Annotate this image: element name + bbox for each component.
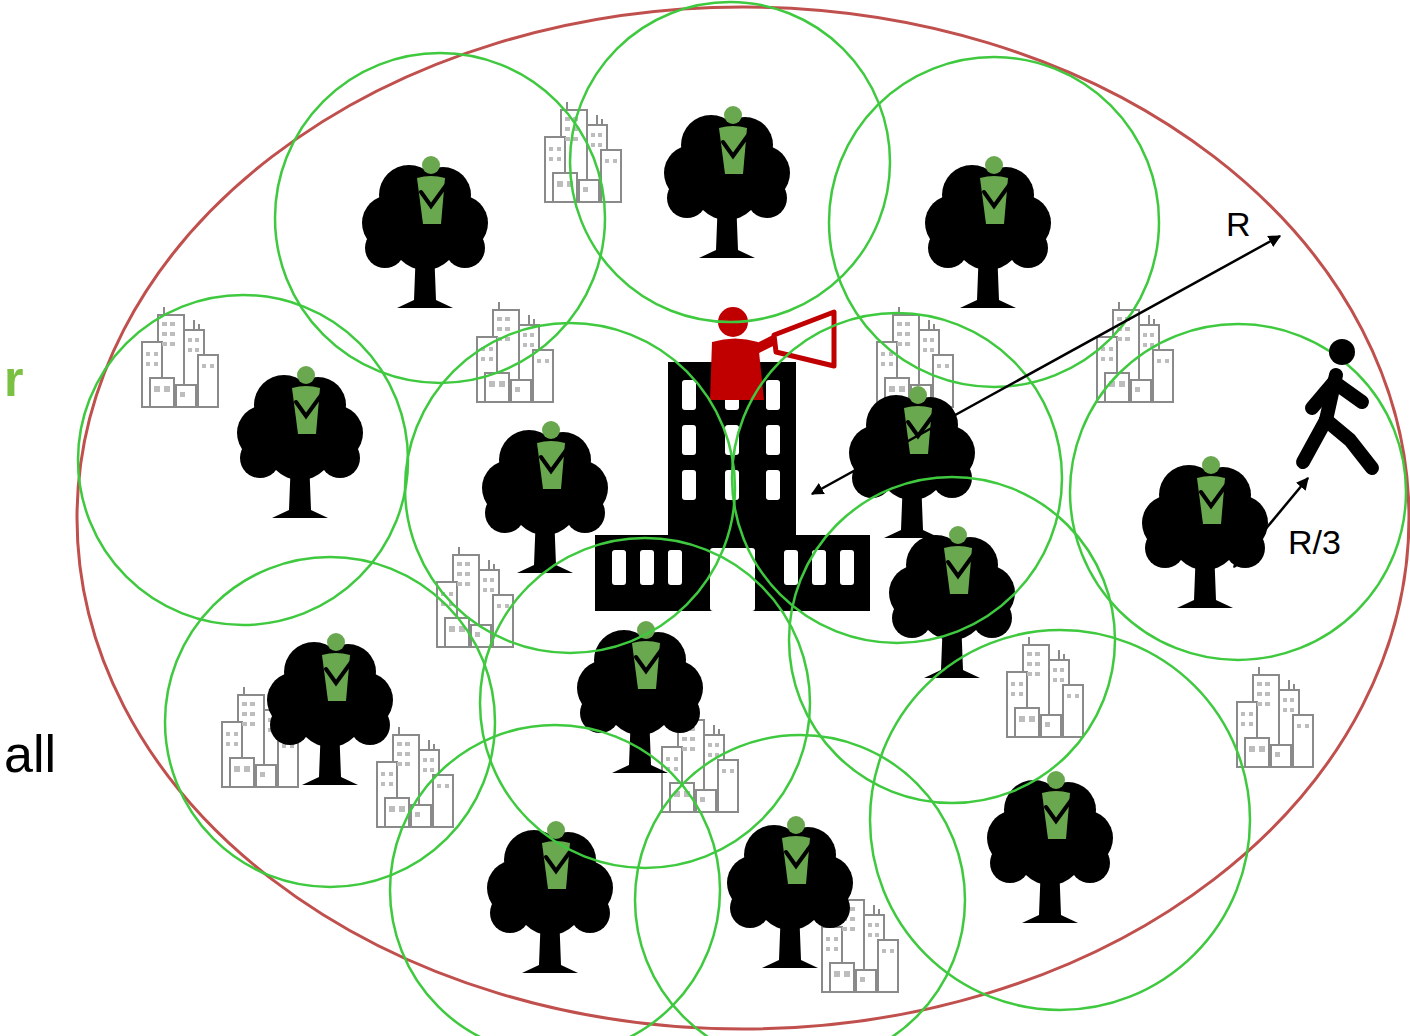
- relay-range: [480, 538, 810, 868]
- relay-range: [732, 313, 1062, 643]
- relay-range: [165, 557, 495, 887]
- coverage-area: [77, 7, 1409, 1029]
- tree-relay: [362, 156, 488, 308]
- city-icon: [545, 102, 621, 202]
- dimension-arrows: [812, 236, 1308, 567]
- city-icon: [437, 547, 513, 647]
- tree-relay: [482, 421, 608, 573]
- tree-relay: [889, 526, 1015, 678]
- city-icon: [377, 727, 453, 827]
- tree-relay: [925, 156, 1051, 308]
- slide-text-fragment: r: [4, 352, 23, 407]
- slide-text-fragment: all: [4, 726, 56, 783]
- city-icons: [142, 102, 1313, 992]
- relay-range: [405, 323, 735, 653]
- relay-range: [635, 735, 965, 1036]
- relay-range: [78, 295, 408, 625]
- tree-relay: [1142, 456, 1268, 608]
- relay-range: [1070, 324, 1406, 660]
- relay-range: [390, 725, 720, 1036]
- relay-range: [570, 2, 890, 322]
- relay-ranges: [78, 2, 1406, 1036]
- tree-relay: [267, 633, 393, 785]
- tree-relay: [727, 816, 853, 968]
- range-arrow: [812, 236, 1280, 494]
- tree-relays: [237, 106, 1268, 973]
- relay-range: [829, 57, 1159, 387]
- relay-range: [870, 630, 1250, 1010]
- tree-relay: [577, 621, 703, 773]
- dimension-label: R/3: [1288, 524, 1341, 561]
- dimension-label: R: [1226, 206, 1251, 243]
- tree-relay: [487, 821, 613, 973]
- walking-person: [1303, 339, 1372, 468]
- relay-range: [275, 53, 605, 383]
- tree-relay: [664, 106, 790, 258]
- tree-relay: [237, 366, 363, 518]
- city-icon: [477, 302, 553, 402]
- relay-range: [789, 477, 1115, 803]
- city-icon: [1237, 667, 1313, 767]
- city-icon: [1007, 637, 1083, 737]
